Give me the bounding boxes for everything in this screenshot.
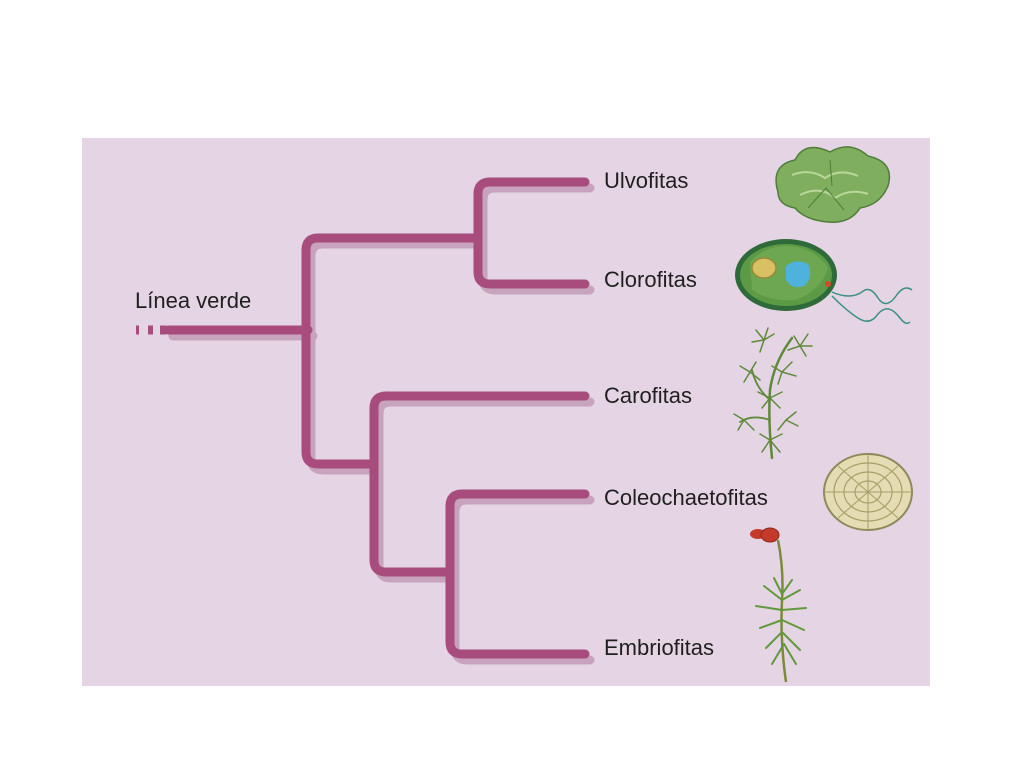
clade-label-coleochaetofitas: Coleochaetofitas [604, 485, 768, 510]
ulvo-cloro-clade-branch [473, 177, 590, 289]
caro-clade-branch [369, 391, 590, 577]
stonewort-icon [733, 327, 813, 460]
green-alga-cell-icon [735, 239, 913, 325]
moss-plant-icon [750, 527, 807, 683]
clade-label-clorofitas: Clorofitas [604, 267, 697, 292]
upper-node-branch [301, 233, 483, 469]
phylogeny-panel: Línea verde Ulvofitas Clorofitas Carofit… [82, 138, 930, 686]
coleochaete-disc-icon [823, 453, 913, 531]
clade-label-carofitas: Carofitas [604, 383, 693, 408]
coleo-embrio-clade-branch [445, 489, 590, 659]
root-label: Línea verde [135, 288, 252, 313]
sea-lettuce-icon [775, 146, 891, 223]
phylogenetic-tree [136, 146, 913, 683]
clade-label-ulvofitas: Ulvofitas [604, 168, 689, 193]
branch-shadows [168, 183, 595, 665]
clade-label-embriofitas: Embriofitas [604, 635, 715, 660]
branches [163, 177, 590, 659]
